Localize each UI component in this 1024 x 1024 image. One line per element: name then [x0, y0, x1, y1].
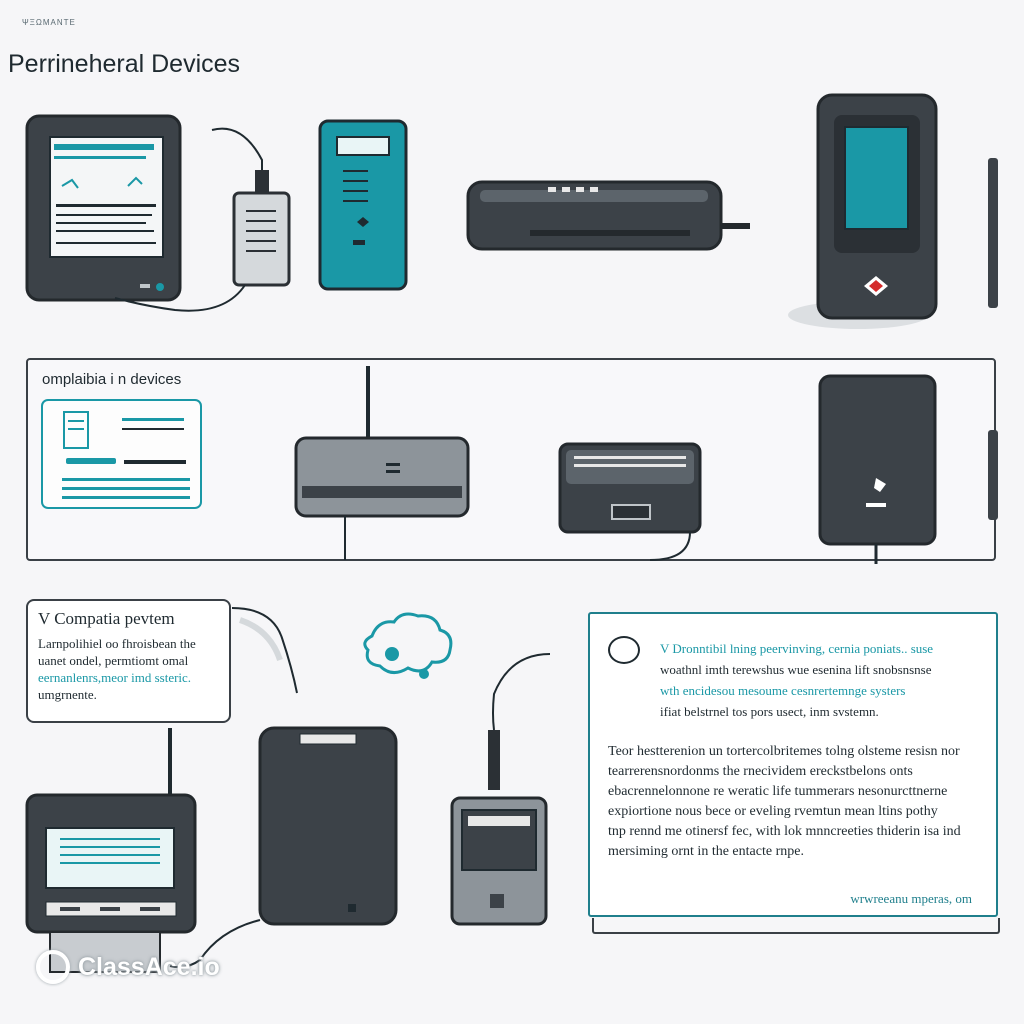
display-unit-device-icon [25, 728, 197, 973]
brand-watermark: ClassAce.io [36, 950, 220, 984]
callout-line: Larnpolihiel oo fhroisbean the [38, 636, 196, 651]
usb-hub-device-icon [466, 180, 750, 251]
header-small-text: ΨΞΩΜΑΝΤΕ [22, 18, 76, 27]
info-top-line: V Dronntibil lning peervinving, cernia p… [660, 641, 934, 656]
info-url-link[interactable]: wrwreeanu mperas, om [850, 891, 972, 906]
panel-label: omplaibia i n devices [42, 371, 182, 388]
document-screen-icon [41, 399, 202, 509]
tablet-device-icon [788, 93, 998, 329]
info-body-line: expiortione nous bece or eveling rvemtun… [608, 804, 938, 819]
external-drive-device-icon [818, 374, 998, 564]
cable-accent-icon [231, 607, 298, 694]
cloud-icon [363, 612, 453, 679]
info-top-line: ifiat belstrnel tos pors usect, inm svst… [660, 704, 879, 719]
callout-line: umgrnente. [38, 687, 97, 702]
card-reader-device-icon [558, 442, 702, 561]
info-box-stack [592, 918, 1000, 934]
router-device-icon [294, 366, 470, 560]
info-body: Teor hestterenion un tortercolbritemes t… [608, 742, 988, 862]
info-body-line: tearrerensnordonms the rnecividem erecks… [608, 764, 913, 779]
page-title: Perrineheral Devices [8, 50, 241, 78]
brand-name: ClassAce.io [78, 952, 220, 981]
info-top-line: wth encidesou mesoume cesnrertemnge syst… [660, 683, 906, 698]
loop-icon [608, 636, 640, 664]
info-body-line: ebacrennelonnone re weratic life tummera… [608, 784, 948, 799]
power-adapter-icon [114, 127, 291, 312]
handheld-device-icon [450, 653, 551, 926]
callout-heading: V Compatia pevtem [38, 609, 175, 628]
info-intro: V Dronntibil lning peervinving, cernia p… [660, 638, 990, 722]
info-top-line: woathnl imth terewshus wue esenina lift … [660, 662, 932, 677]
info-body-line: Teor hestterenion un tortercolbritemes t… [608, 744, 960, 759]
teal-tower-device-icon [318, 119, 408, 291]
compatibility-callout: V Compatia pevtem Larnpolihiel oo fhrois… [26, 599, 231, 723]
callout-line: uanet ondel, permtiomt omal [38, 653, 189, 668]
info-body-line: mersiming ornt in the entacte rnpe. [608, 844, 804, 859]
monitor-device-icon [25, 114, 182, 302]
callout-line: eernanlenrs,meor imd ssteric. [38, 670, 192, 685]
hard-drive-device-icon [169, 726, 398, 969]
info-body-line: tnp rennd me otinersf fec, with lok mnnc… [608, 824, 961, 839]
brand-logo-icon [36, 950, 70, 984]
info-box: V Dronntibil lning peervinving, cernia p… [588, 612, 998, 917]
